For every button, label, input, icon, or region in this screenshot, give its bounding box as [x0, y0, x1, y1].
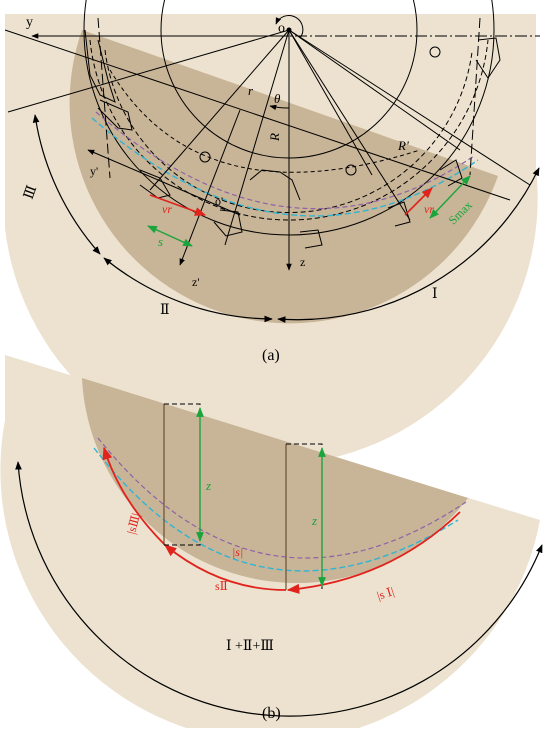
R-label: R: [267, 133, 282, 142]
depth-box-2: [286, 443, 323, 590]
velocity-left-label: vr: [162, 202, 172, 216]
y-prime-label: y': [90, 164, 98, 178]
zone-arc-3: [32, 114, 101, 255]
origin-point: [286, 27, 292, 33]
velocity-arrow-right: [404, 187, 433, 216]
depth-label-1: z: [205, 478, 211, 493]
zone-3-label: Ⅲ: [22, 184, 41, 202]
caption-a: (a): [262, 347, 280, 364]
theta-label: θ: [274, 91, 281, 106]
y-axis-label: y: [26, 15, 33, 30]
panel-b: z z |sⅢ| |s| sⅡ |s Ⅰ| Ⅰ +Ⅱ+Ⅲ (b): [0, 355, 543, 733]
z-label: z: [300, 255, 305, 269]
zone-arc-2: [103, 257, 273, 323]
origin-prime-label: o': [215, 194, 223, 208]
s-I-label: |s Ⅰ|: [375, 584, 396, 603]
zone-2-label: Ⅱ: [160, 303, 170, 318]
sum-label: Ⅰ +Ⅱ+Ⅲ: [226, 639, 274, 654]
zone-1-label: Ⅰ: [432, 287, 438, 302]
bolt-hole-1: [199, 151, 211, 163]
z-prime-label: z': [192, 275, 200, 289]
origin-label: o: [278, 21, 285, 36]
radial-line-1: [7, 29, 290, 113]
rotation-arc: [275, 15, 304, 39]
velocity-right-label: vr: [424, 202, 434, 216]
smax-dimension-arrow: [429, 175, 471, 219]
s-dimension-arrow: [147, 225, 193, 247]
velocity-arrow-left: [149, 194, 207, 216]
bolt-hole-3: [429, 46, 441, 58]
s-III-label: |sⅢ|: [124, 512, 143, 536]
radial-line-7: [288, 29, 373, 176]
radial-line-3: [224, 29, 290, 246]
depth-label-2: z: [311, 513, 317, 528]
s-II-label: sⅡ: [215, 579, 228, 593]
caption-b: (b): [262, 705, 281, 722]
panel-a: y o r θ R R' y' o' z' z vr vr s Smax Ⅰ Ⅱ…: [4, 0, 540, 466]
s-II-arrow: [164, 544, 287, 591]
dashed-profile-outer: [89, 39, 489, 221]
theta-arc: [269, 104, 290, 111]
R-prime-label: R': [397, 138, 409, 153]
vertical-dashed-left: [97, 17, 111, 179]
radial-line-2: [149, 29, 290, 191]
s-label-b: |s|: [232, 545, 243, 559]
s-label: s: [158, 234, 163, 249]
r-label: r: [248, 83, 254, 98]
zone-arc-1: [277, 167, 540, 323]
outer-arc-b: [15, 461, 543, 717]
vertical-dashed-right: [469, 17, 481, 176]
radial-line-5: [288, 29, 461, 151]
radial-line-6: [288, 29, 531, 186]
y-prime-axis-arrow: [87, 149, 241, 216]
